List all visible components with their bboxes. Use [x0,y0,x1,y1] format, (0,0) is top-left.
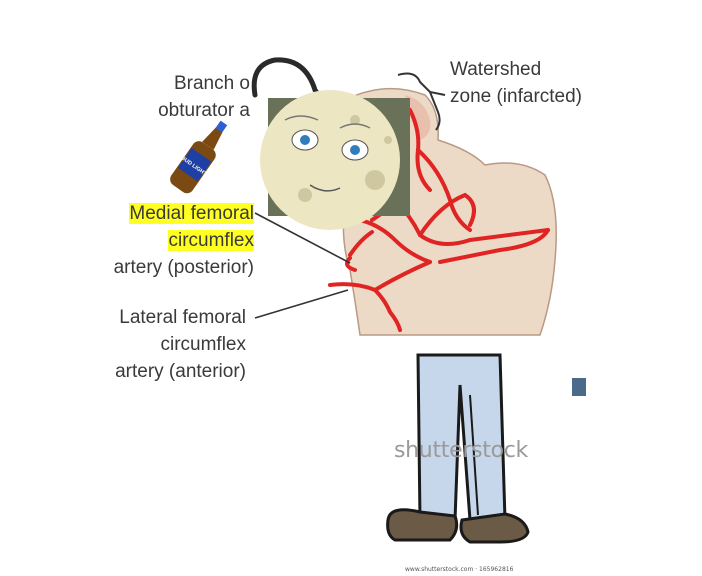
medial-leader-line [254,212,351,264]
label-branch-obturator: Branch o obturator a [100,70,250,124]
watershed-bracket [397,72,446,131]
label-medial-femoral: Medial femoral circumflex artery (poster… [108,200,254,281]
label-medial-line2: circumflex [168,230,254,251]
label-watershed: Watershed zone (infarcted) [450,56,582,110]
stock-icon [572,378,586,396]
lateral-leader-line [254,289,349,319]
label-medial-line3: artery (posterior) [113,257,254,278]
beer-bottle-icon: BUD LIGHT [170,120,228,194]
watermark: shutterstock [394,438,528,463]
moon-face-icon [260,90,410,230]
watershed-zone [405,95,431,140]
label-medial-line1: Medial femoral [129,203,254,224]
label-branch-line2: obturator a [158,100,250,121]
footer-credit: www.shutterstock.com · 165962816 [405,566,514,573]
label-lateral-femoral: Lateral femoral circumflex artery (anter… [100,304,246,385]
label-lateral-line2: circumflex [160,334,246,355]
label-watershed-line1: Watershed [450,59,542,80]
legs-icon [386,353,530,544]
label-lateral-line3: artery (anterior) [115,361,246,382]
label-lateral-line1: Lateral femoral [119,307,246,328]
label-watershed-line2: zone (infarcted) [450,86,583,107]
label-branch-line1: Branch o [173,73,250,94]
